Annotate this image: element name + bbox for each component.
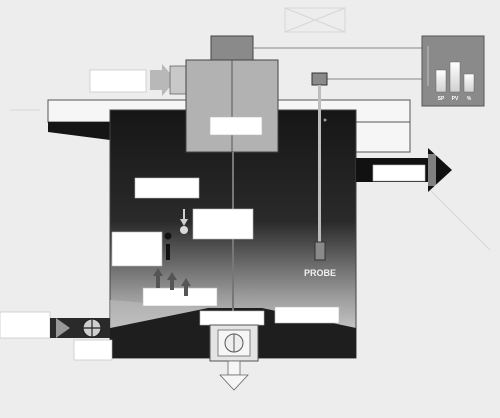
controller-bar-label-1: PV — [452, 96, 459, 102]
rising-arrows — [153, 268, 191, 296]
controller-display: SP PV% — [421, 35, 485, 107]
controller-bar-label-2: % — [467, 96, 472, 102]
bottom-inlet-valve — [50, 318, 110, 338]
controller-bar-label-0: SP — [438, 96, 445, 102]
label-boxes — [0, 69, 426, 361]
settling-arrows — [164, 209, 188, 260]
controller-leader-lines — [253, 47, 422, 80]
probe-label: PROBE — [304, 268, 336, 278]
feed-inlet-arrow — [150, 64, 187, 96]
background-sketch — [10, 7, 491, 251]
controller-bar-2 — [463, 73, 475, 93]
sludge-outlet — [209, 324, 259, 391]
level-probe — [311, 72, 328, 261]
controller-bar-0 — [435, 69, 447, 93]
drive-motor — [185, 35, 279, 153]
controller-bar-1 — [449, 61, 461, 93]
